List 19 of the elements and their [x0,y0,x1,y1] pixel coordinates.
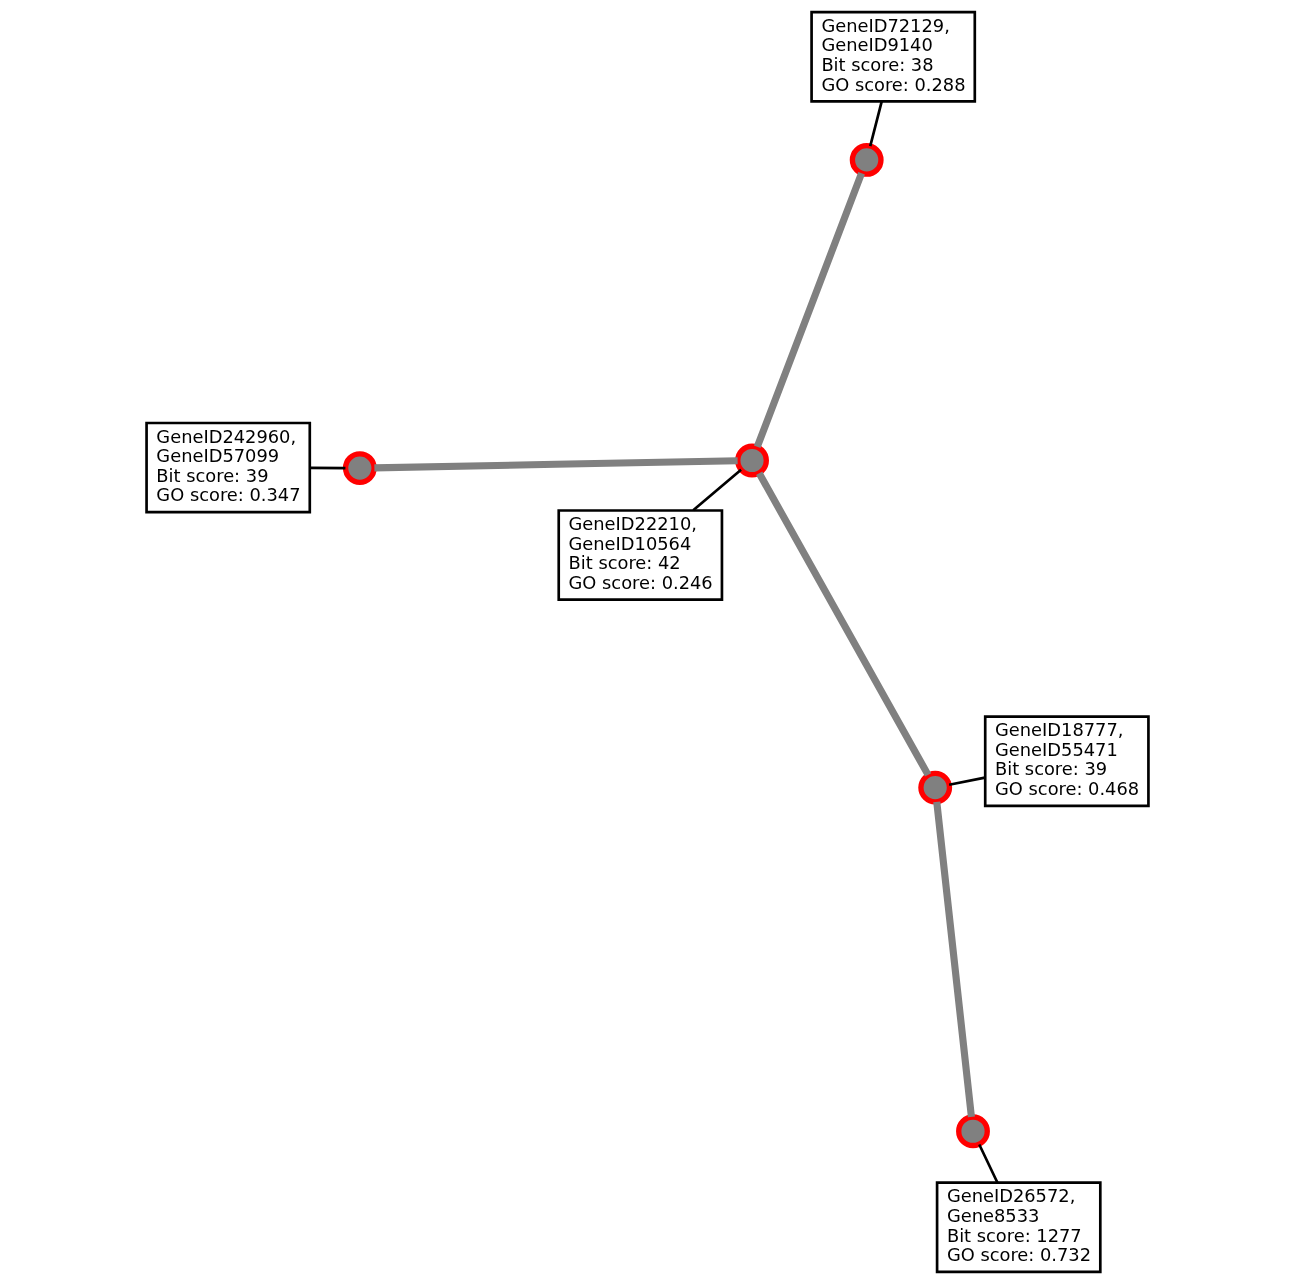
connector [310,466,346,470]
connector [756,471,932,777]
connector [753,172,865,449]
node-circle [918,770,953,805]
node-circle [342,451,377,486]
node-box: GeneID26572, Gene8533 Bit score: 1277 GO score: 0.732 [935,1181,1102,1274]
connector [933,801,975,1118]
node-box: GeneID242960, GeneID57099 Bit score: 39 GO score: 0.347 [145,421,312,514]
connector [978,1143,999,1184]
node-box: GeneID22210, GeneID10564 Bit score: 42 GO score: 0.246 [557,509,724,601]
connector [948,776,986,787]
node-box: GeneID18777, GeneID55471 Bit score: 39 GO score: 0.468 [983,715,1150,808]
connector [374,457,738,472]
node-circle [849,142,884,177]
node-circle [956,1114,990,1149]
node-circle [735,443,769,478]
connector [868,101,883,147]
node-box: GeneID72129, GeneID9140 Bit score: 38 GO score: 0.288 [810,10,977,103]
connector [692,468,742,512]
